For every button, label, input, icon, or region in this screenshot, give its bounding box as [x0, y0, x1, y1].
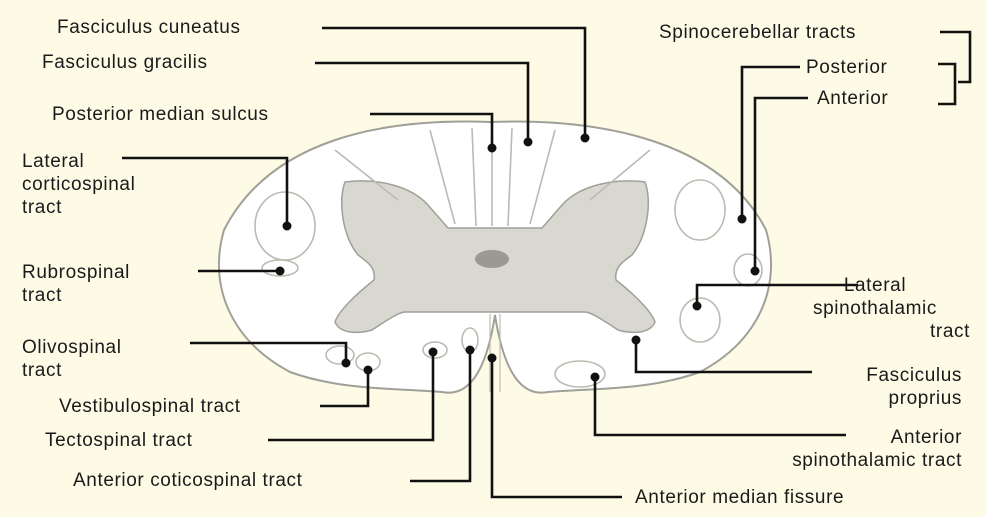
central-canal [475, 250, 509, 268]
label-vestibulospinal-tract: Vestibulospinal tract [59, 395, 241, 418]
label-olivospinal-tract: Olivospinal tract [22, 336, 122, 382]
label-fasciculus-proprius: Fasciculus proprius [806, 364, 962, 410]
label-spinocerebellar-tracts: Spinocerebellar tracts [659, 21, 856, 44]
label-lateral-corticospinal-tract: Lateral corticospinal tract [22, 150, 135, 219]
label-line: Olivospinal [22, 336, 122, 359]
label-anterior-spinothalamic-tract: Anterior spinothalamic tract [706, 426, 962, 472]
spinocerebellar-bracket-inner [938, 64, 955, 104]
label-fasciculus-gracilis: Fasciculus gracilis [42, 51, 208, 74]
label-posterior: Posterior [806, 56, 887, 79]
label-lateral-spinothalamic-tract: Lateral spinothalamic tract [780, 274, 970, 343]
label-line: tract [22, 359, 122, 382]
label-line: tract [22, 284, 130, 307]
label-line: Rubrospinal [22, 261, 130, 284]
label-line: Anterior [706, 426, 962, 449]
label-line: spinothalamic tract [706, 449, 962, 472]
label-line: tract [22, 196, 135, 219]
label-anterior: Anterior [817, 87, 888, 110]
label-posterior-median-sulcus: Posterior median sulcus [52, 103, 269, 126]
label-fasciculus-cuneatus: Fasciculus cuneatus [57, 16, 241, 39]
label-line: tract [780, 320, 970, 343]
label-line: Lateral [780, 274, 970, 297]
label-line: Fasciculus [806, 364, 962, 387]
label-line: corticospinal [22, 173, 135, 196]
label-line: proprius [806, 387, 962, 410]
label-anterior-corticospinal-tract: Anterior coticospinal tract [73, 469, 303, 492]
label-anterior-median-fissure: Anterior median fissure [635, 486, 844, 509]
label-tectospinal-tract: Tectospinal tract [45, 429, 193, 452]
label-rubrospinal-tract: Rubrospinal tract [22, 261, 130, 307]
label-line: spinothalamic [780, 297, 970, 320]
label-line: Lateral [22, 150, 135, 173]
leader-spinocerebellar-posterior [742, 67, 800, 219]
